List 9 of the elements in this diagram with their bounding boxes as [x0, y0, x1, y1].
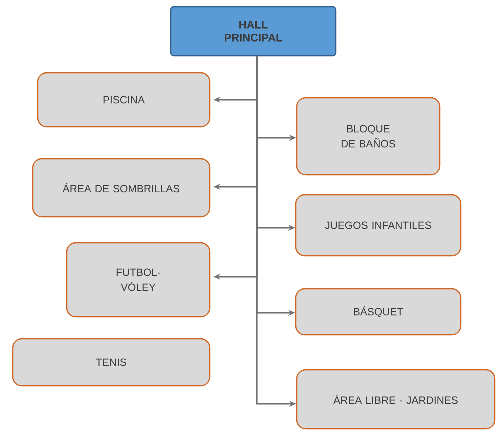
- category-box: PISCINA: [37, 72, 211, 128]
- title-box: HALL PRINCIPAL: [170, 6, 337, 57]
- category-box: TENIS: [12, 338, 211, 387]
- category-box: JUEGOS INFANTILES: [295, 194, 462, 257]
- category-box: BÁSQUET: [295, 288, 462, 336]
- category-box: BLOQUE DE BAÑOS: [296, 97, 441, 176]
- category-box: ÁREA LIBRE - JARDINES: [296, 369, 496, 430]
- category-box: FUTBOL- VÓLEY: [66, 242, 211, 318]
- category-box: ÁREA DE SOMBRILLAS: [32, 158, 211, 218]
